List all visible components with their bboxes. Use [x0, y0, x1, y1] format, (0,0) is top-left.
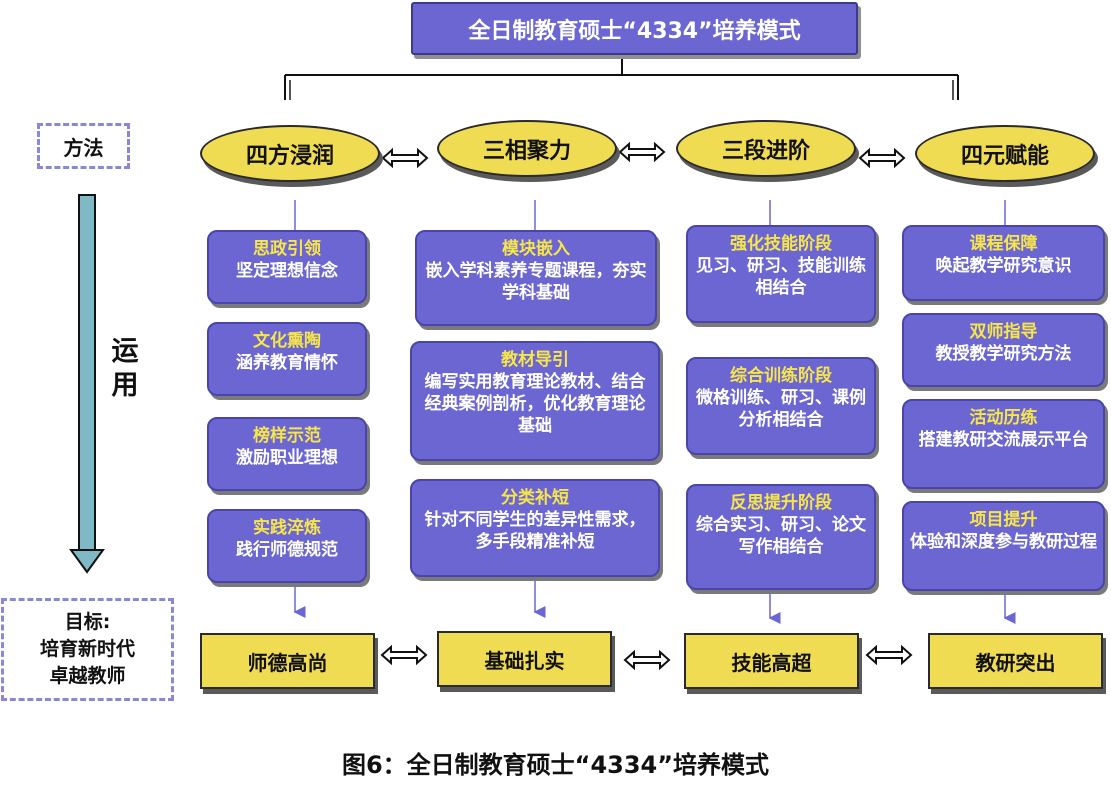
card-title: 活动历练	[969, 408, 1038, 428]
outcome-box-1: 师德高尚	[200, 633, 375, 689]
method-ellipse-2: 三相聚力	[437, 120, 617, 177]
method-ellipse-1: 四方浸润	[200, 125, 380, 182]
card-desc: 嵌入学科素养专题课程，夯实学科基础	[425, 261, 647, 303]
card-desc: 搭建教研交流展示平台	[918, 430, 1089, 450]
goal-line-1: 目标:	[64, 611, 111, 633]
card-desc: 教授教学研究方法	[935, 344, 1072, 364]
card-desc: 编写实用教育理论教材、结合经典案例剖析，优化教育理论基础	[424, 372, 646, 436]
card-col1-3: 榜样示范 激励职业理想	[207, 417, 367, 491]
card-title: 双师指导	[969, 322, 1038, 342]
card-title: 榜样示范	[253, 426, 321, 446]
card-col1-1: 思政引领 坚定理想信念	[207, 230, 367, 304]
card-title: 分类补短	[501, 488, 569, 508]
outcome-box-3: 技能高超	[684, 633, 859, 689]
card-col2-1: 模块嵌入 嵌入学科素养专题课程，夯实学科基础	[415, 230, 657, 326]
card-col3-1: 强化技能阶段 见习、研习、技能训练相结合	[686, 225, 876, 323]
card-desc: 坚定理想信念	[236, 261, 338, 281]
goal-line-3: 卓越教师	[49, 665, 126, 687]
card-desc: 针对不同学生的差异性需求，多手段精准补短	[424, 510, 646, 552]
card-col3-3: 反思提升阶段 综合实习、研习、论文写作相结合	[686, 484, 876, 590]
card-col4-4: 项目提升 体验和深度参与教研过程	[902, 501, 1105, 591]
card-title: 项目提升	[969, 510, 1038, 530]
method-ellipse-3: 三段进阶	[676, 120, 856, 177]
card-col4-1: 课程保障 唤起教学研究意识	[902, 225, 1105, 301]
card-title: 综合训练阶段	[730, 366, 832, 386]
method-label: 方法	[37, 123, 130, 169]
title-tree	[284, 58, 959, 100]
outcome-box-2: 基础扎实	[437, 631, 612, 687]
card-desc: 唤起教学研究意识	[935, 256, 1072, 276]
method-ellipse-4: 四元赋能	[915, 125, 1095, 182]
diagram-title: 全日制教育硕士“4334”培养模式	[411, 2, 858, 55]
card-title: 思政引领	[253, 239, 321, 259]
card-title: 强化技能阶段	[730, 234, 832, 254]
outcome-double-arrows	[380, 644, 913, 671]
card-col2-2: 教材导引 编写实用教育理论教材、结合经典案例剖析，优化教育理论基础	[410, 341, 660, 461]
card-col1-4: 实践淬炼 践行师德规范	[207, 509, 367, 583]
card-title: 课程保障	[969, 234, 1038, 254]
card-title: 模块嵌入	[502, 239, 570, 259]
card-col1-2: 文化熏陶 涵养教育情怀	[207, 322, 367, 396]
card-col4-3: 活动历练 搭建教研交流展示平台	[902, 399, 1105, 489]
usage-label: 运 用	[111, 336, 139, 401]
card-col3-2: 综合训练阶段 微格训练、研习、课例分析相结合	[686, 357, 876, 455]
card-desc: 见习、研习、技能训练相结合	[696, 256, 866, 298]
outcome-box-4: 教研突出	[928, 633, 1103, 689]
card-desc: 激励职业理想	[236, 448, 338, 468]
card-desc: 综合实习、研习、论文写作相结合	[696, 515, 866, 557]
card-title: 文化熏陶	[253, 331, 321, 351]
card-title: 实践淬炼	[253, 518, 321, 538]
card-desc: 微格训练、研习、课例分析相结合	[696, 388, 866, 430]
figure-caption: 图6：全日制教育硕士“4334”培养模式	[341, 751, 770, 779]
goal-line-2: 培育新时代	[39, 638, 135, 660]
method-double-arrows	[381, 141, 906, 169]
card-title: 教材导引	[501, 350, 569, 370]
card-desc: 体验和深度参与教研过程	[910, 532, 1097, 552]
card-col2-3: 分类补短 针对不同学生的差异性需求，多手段精准补短	[410, 479, 660, 577]
card-desc: 践行师德规范	[236, 540, 338, 560]
card-title: 反思提升阶段	[730, 493, 832, 513]
card-col4-2: 双师指导 教授教学研究方法	[902, 313, 1105, 387]
goal-label: 目标: 培育新时代 卓越教师	[1, 598, 174, 701]
usage-flow-arrow	[69, 194, 105, 574]
card-desc: 涵养教育情怀	[236, 353, 338, 373]
